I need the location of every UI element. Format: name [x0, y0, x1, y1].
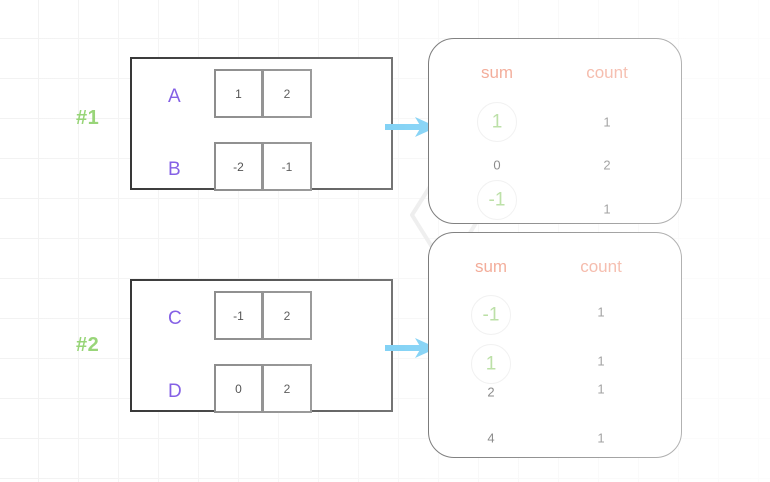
- panel-1: sum count 1 1 0 2 -1 1: [428, 38, 682, 224]
- panel-2-sum-0: -1: [482, 304, 500, 326]
- block-2-row-label-c: C: [168, 308, 182, 329]
- block-1-cell-a-0: 1: [214, 69, 263, 118]
- step-label-2: #2: [76, 334, 100, 356]
- panel-1-count-0: 1: [603, 114, 611, 130]
- panel-2-sum-3: 4: [487, 430, 495, 446]
- block-2-cell-d-1: 2: [263, 364, 312, 413]
- block-1: A 1 2 B -2 -1: [130, 57, 393, 191]
- panel-1-sum-1: 0: [493, 157, 501, 173]
- panel-2-count-2: 1: [597, 381, 605, 397]
- block-1-row-a-cells: 1 2: [214, 69, 312, 118]
- panel-1-sum-2: -1: [488, 189, 506, 211]
- block-2-cell-c-1: 2: [263, 291, 312, 340]
- block-1-row-label-b: B: [168, 159, 181, 180]
- panel-2-count-1: 1: [597, 353, 605, 369]
- block-2-cell-d-0: 0: [214, 364, 263, 413]
- panel-2-header-sum: sum: [474, 257, 508, 276]
- panel-1-header-sum: sum: [480, 63, 514, 82]
- block-2-row-c-cells: -1 2: [214, 291, 312, 340]
- panel-2-sum-1: 1: [485, 353, 497, 375]
- panel-2-header-count: count: [580, 257, 622, 276]
- block-2: C -1 2 D 0 2: [130, 279, 393, 413]
- panel-2: sum count -1 1 1 1 2 1 4 1: [428, 232, 682, 458]
- step-label-1: #1: [76, 107, 100, 129]
- block-1-cell-b-1: -1: [263, 142, 312, 191]
- block-1-row-label-a: A: [168, 86, 181, 107]
- panel-2-sum-2: 2: [487, 384, 495, 400]
- block-2-cell-c-0: -1: [214, 291, 263, 340]
- panel-1-sum-0: 1: [491, 111, 503, 133]
- panel-2-count-3: 1: [597, 430, 605, 446]
- block-1-cell-a-1: 2: [263, 69, 312, 118]
- block-1-row-b-cells: -2 -1: [214, 142, 312, 191]
- panel-2-count-0: 1: [597, 304, 605, 320]
- block-2-row-d-cells: 0 2: [214, 364, 312, 413]
- panel-1-count-2: 1: [603, 201, 611, 217]
- block-2-row-label-d: D: [168, 381, 182, 402]
- panel-1-count-1: 2: [603, 157, 611, 173]
- block-1-cell-b-0: -2: [214, 142, 263, 191]
- panel-1-header-count: count: [586, 63, 628, 82]
